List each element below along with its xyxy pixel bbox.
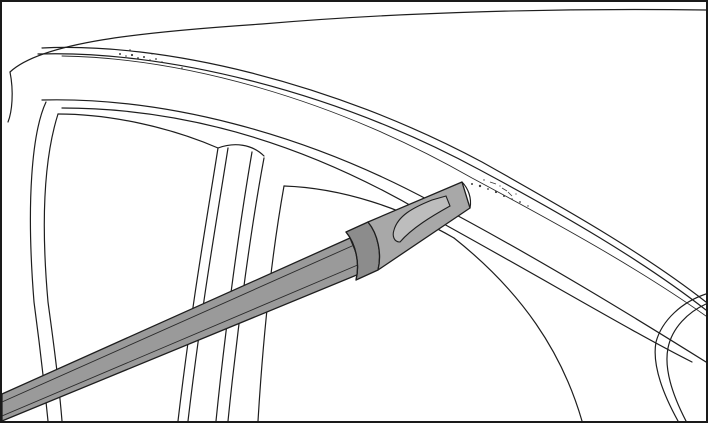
rear-window-rear-edge	[453, 237, 583, 421]
nozzle-slot	[392, 195, 451, 243]
b-pillar-rear-2	[227, 157, 265, 421]
tube-body	[2, 237, 365, 421]
roof-outer-edge	[9, 8, 706, 73]
front-window-top	[57, 113, 219, 149]
crevice-nozzle	[367, 181, 472, 271]
b-pillar-rear	[215, 151, 253, 421]
b-pillar-front	[187, 147, 229, 421]
debris-particles	[119, 49, 529, 207]
front-window-rear-edge	[177, 147, 219, 421]
side-windows	[29, 101, 583, 421]
roof-left-edge	[7, 71, 13, 123]
vacuum-tube	[2, 221, 381, 421]
roof-rail-lower	[37, 53, 706, 311]
b-pillar-top	[217, 144, 265, 157]
rear-fender-inner	[666, 303, 706, 421]
front-window-frame	[29, 101, 49, 421]
tube-highlight	[2, 245, 353, 403]
body-shoulder	[41, 99, 706, 363]
roof-rail-groove	[61, 55, 706, 317]
collar-ring	[345, 231, 359, 281]
rear-fender-curve	[654, 293, 706, 421]
tube-shadow	[2, 263, 361, 417]
nozzle-tip	[461, 181, 472, 209]
roof-rail-upper	[41, 46, 706, 303]
